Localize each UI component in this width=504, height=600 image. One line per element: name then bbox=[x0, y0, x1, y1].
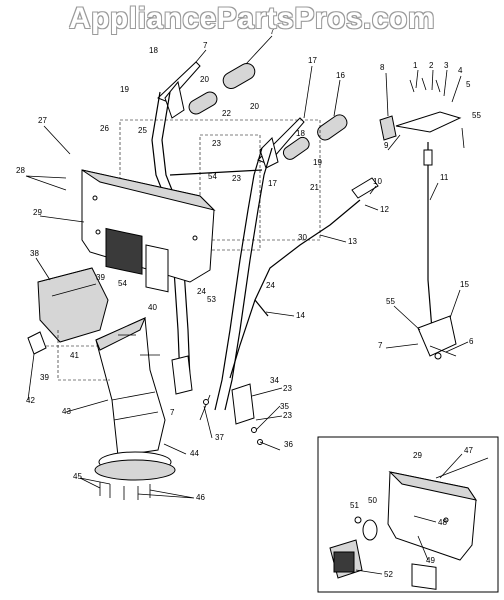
callout-4: 4 bbox=[458, 66, 463, 75]
callout-51: 51 bbox=[350, 501, 359, 510]
crank-knob bbox=[379, 115, 397, 141]
callout-labels: 1 2 3 4 5 6 7 7 7 7 8 9 10 11 12 13 14 1… bbox=[16, 27, 481, 579]
panel-slot bbox=[145, 244, 169, 293]
grip-17 bbox=[282, 136, 310, 160]
callout-8: 8 bbox=[380, 63, 385, 72]
shift-rod bbox=[229, 177, 379, 379]
callout-34: 34 bbox=[270, 376, 279, 385]
callout-29b: 29 bbox=[413, 451, 422, 460]
bail-lever-left bbox=[157, 61, 201, 103]
lamp-lens bbox=[333, 551, 355, 573]
control-panel bbox=[81, 169, 216, 293]
callout-49: 49 bbox=[426, 556, 435, 565]
callout-45: 45 bbox=[73, 472, 82, 481]
callout-28: 28 bbox=[16, 166, 25, 175]
grip-16 bbox=[317, 114, 348, 141]
grip-7 bbox=[222, 62, 256, 89]
callout-23a: 23 bbox=[212, 139, 221, 148]
callout-17b: 17 bbox=[268, 179, 277, 188]
callout-22: 22 bbox=[222, 109, 231, 118]
grip-left-lower bbox=[188, 91, 218, 115]
callout-52: 52 bbox=[384, 570, 393, 579]
upper-handle-assembly bbox=[119, 61, 348, 411]
leader-lines bbox=[25, 35, 469, 575]
callout-18a: 18 bbox=[149, 46, 158, 55]
callout-14: 14 bbox=[296, 311, 305, 320]
callout-24a: 24 bbox=[197, 287, 206, 296]
callout-5: 5 bbox=[466, 80, 471, 89]
callout-2: 2 bbox=[429, 61, 434, 70]
callout-48: 48 bbox=[438, 518, 447, 527]
inset-detail bbox=[317, 436, 499, 593]
chute-crank-assembly bbox=[379, 77, 465, 360]
callout-35: 35 bbox=[280, 402, 289, 411]
callout-6: 6 bbox=[469, 337, 474, 346]
callout-41: 41 bbox=[70, 351, 79, 360]
chute-assembly bbox=[27, 267, 176, 500]
callout-54a: 54 bbox=[208, 172, 217, 181]
callout-40: 40 bbox=[148, 303, 157, 312]
callout-20a: 20 bbox=[200, 75, 209, 84]
callout-20b: 20 bbox=[250, 102, 259, 111]
shift-knob bbox=[351, 177, 379, 199]
callout-12: 12 bbox=[380, 205, 389, 214]
callout-21: 21 bbox=[310, 183, 319, 192]
callout-36: 36 bbox=[284, 440, 293, 449]
callout-17: 17 bbox=[308, 56, 317, 65]
callout-38: 38 bbox=[30, 249, 39, 258]
callout-15: 15 bbox=[460, 280, 469, 289]
callout-46: 46 bbox=[196, 493, 205, 502]
callout-1: 1 bbox=[413, 61, 418, 70]
panel-window-left bbox=[105, 227, 143, 275]
callout-7c: 7 bbox=[170, 408, 175, 417]
callout-55a: 55 bbox=[472, 111, 481, 120]
callout-39a: 39 bbox=[96, 273, 105, 282]
callout-23c: 23 bbox=[283, 384, 292, 393]
callout-7a: 7 bbox=[203, 41, 208, 50]
callout-11: 11 bbox=[440, 173, 449, 182]
callout-53: 53 bbox=[207, 295, 216, 304]
callout-47: 47 bbox=[464, 446, 473, 455]
callout-19a: 19 bbox=[120, 85, 129, 94]
callout-29: 29 bbox=[33, 208, 42, 217]
callout-23d: 23 bbox=[283, 411, 292, 420]
callout-9: 9 bbox=[384, 141, 389, 150]
callout-16: 16 bbox=[336, 71, 345, 80]
lower-handle-brackets bbox=[118, 334, 263, 445]
callout-23b: 23 bbox=[232, 174, 241, 183]
callout-42: 42 bbox=[26, 396, 35, 405]
callout-10: 10 bbox=[373, 177, 382, 186]
callout-44: 44 bbox=[190, 449, 199, 458]
callout-54b: 54 bbox=[118, 279, 127, 288]
callout-39b: 39 bbox=[40, 373, 49, 382]
watermark-text: AppliancePartsPros.com bbox=[68, 2, 436, 35]
callout-18b: 18 bbox=[296, 129, 305, 138]
callout-7b: 7 bbox=[378, 341, 383, 350]
callout-24b: 24 bbox=[266, 281, 275, 290]
callout-50: 50 bbox=[368, 496, 377, 505]
callout-3: 3 bbox=[444, 61, 449, 70]
callout-7d: 7 bbox=[270, 27, 275, 36]
callout-19b: 19 bbox=[313, 158, 322, 167]
callout-30: 30 bbox=[298, 233, 307, 242]
callout-26: 26 bbox=[100, 124, 109, 133]
callout-55b: 55 bbox=[386, 297, 395, 306]
callout-13: 13 bbox=[348, 237, 357, 246]
callout-27: 27 bbox=[38, 116, 47, 125]
callout-37: 37 bbox=[215, 433, 224, 442]
callout-25: 25 bbox=[138, 126, 147, 135]
